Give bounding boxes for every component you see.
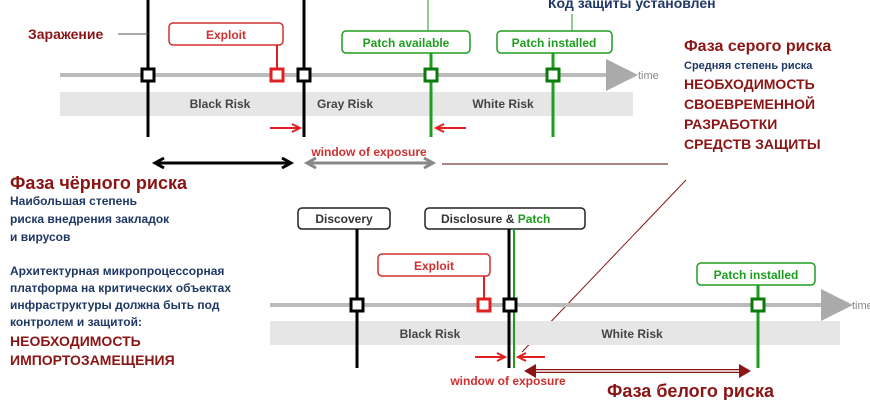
gray-phase-arrow [303,156,437,170]
patch-available-box [341,30,471,54]
window-of-exposure-label: window of exposure [310,145,427,159]
marker [140,67,156,83]
black-phase-para: Архитектурная микропроцессорная [10,264,224,278]
discovery-label: Discovery [315,212,373,226]
arrow-left [433,123,466,133]
black-phase-arrow [151,156,295,170]
infection-label: Заражение [28,26,103,42]
gray-phase-title: Фаза серого риска [684,38,831,55]
patch-installed-label: Patch installed [714,268,799,282]
patch-installed-label: Patch installed [512,36,597,50]
black-phase-para: контролем и защитой: [10,315,142,329]
gray-phase-line: РАЗРАБОТКИ [684,116,777,132]
exploit-box [377,253,491,277]
band-black-risk: Black Risk [400,327,461,341]
black-phase-emph: НЕОБХОДИМОСТЬ [10,333,141,349]
risk-band [60,92,633,116]
marker [349,297,365,313]
window-of-exposure-label: window of exposure [449,374,566,388]
black-phase-para: платформа на критических объектах [10,281,231,295]
gray-phase-text: Фаза серого риска Средняя степень риска … [684,38,831,152]
marker [502,297,518,313]
arrow-left [515,352,545,362]
top-timeline-diagram: time Black Risk Gray Risk White Risk Зар… [28,0,716,353]
band-white-risk: White Risk [472,97,534,111]
black-phase-text: Фаза чёрного риска Наибольшая степень ри… [10,173,231,368]
gray-phase-subtitle: Средняя степень риска [684,60,813,72]
black-phase-desc: риска внедрения закладок [10,212,170,226]
gray-phase-line: СВОЕВРЕМЕННОЙ [684,95,815,112]
gray-phase-line: СРЕДСТВ ЗАЩИТЫ [684,136,821,152]
black-phase-emph: ИМПОРТОЗАМЕЩЕНИЯ [10,352,175,368]
white-phase-title: Фаза белого риска [607,381,775,400]
time-label: time [852,300,870,312]
exploit-label: Exploit [414,259,454,273]
disclosure-patch-box [424,207,586,230]
black-phase-desc: Наибольшая степень [10,194,137,208]
band-black-risk: Black Risk [190,97,251,111]
arrow-right [475,352,508,362]
marker [476,297,492,313]
marker [269,67,285,83]
marker [296,67,312,83]
exploit-box [168,22,284,46]
marker [423,67,439,83]
disclosure-label: Disclosure & Patch [441,212,550,226]
bottom-timeline-diagram: time Black Risk White Risk Discovery Dis… [270,207,870,400]
time-label: time [638,70,659,82]
exploit-label: Exploit [206,28,246,42]
arrow-right [270,123,303,133]
risk-band [270,321,840,345]
black-phase-title: Фаза чёрного риска [10,173,188,193]
black-phase-para: инфраструктуры должна быть под [10,298,220,312]
discovery-box [297,207,391,230]
gray-phase-line: НЕОБХОДИМОСТЬ [684,76,815,92]
marker [545,67,561,83]
patch-available-label: Patch available [363,36,450,50]
patch-installed-box [696,262,816,286]
black-phase-desc: и вирусов [10,230,70,244]
band-gray-risk: Gray Risk [317,97,373,111]
band-white-risk: White Risk [601,327,663,341]
protection-installed-caption: Код защиты установлен [548,0,716,11]
marker [750,297,766,313]
